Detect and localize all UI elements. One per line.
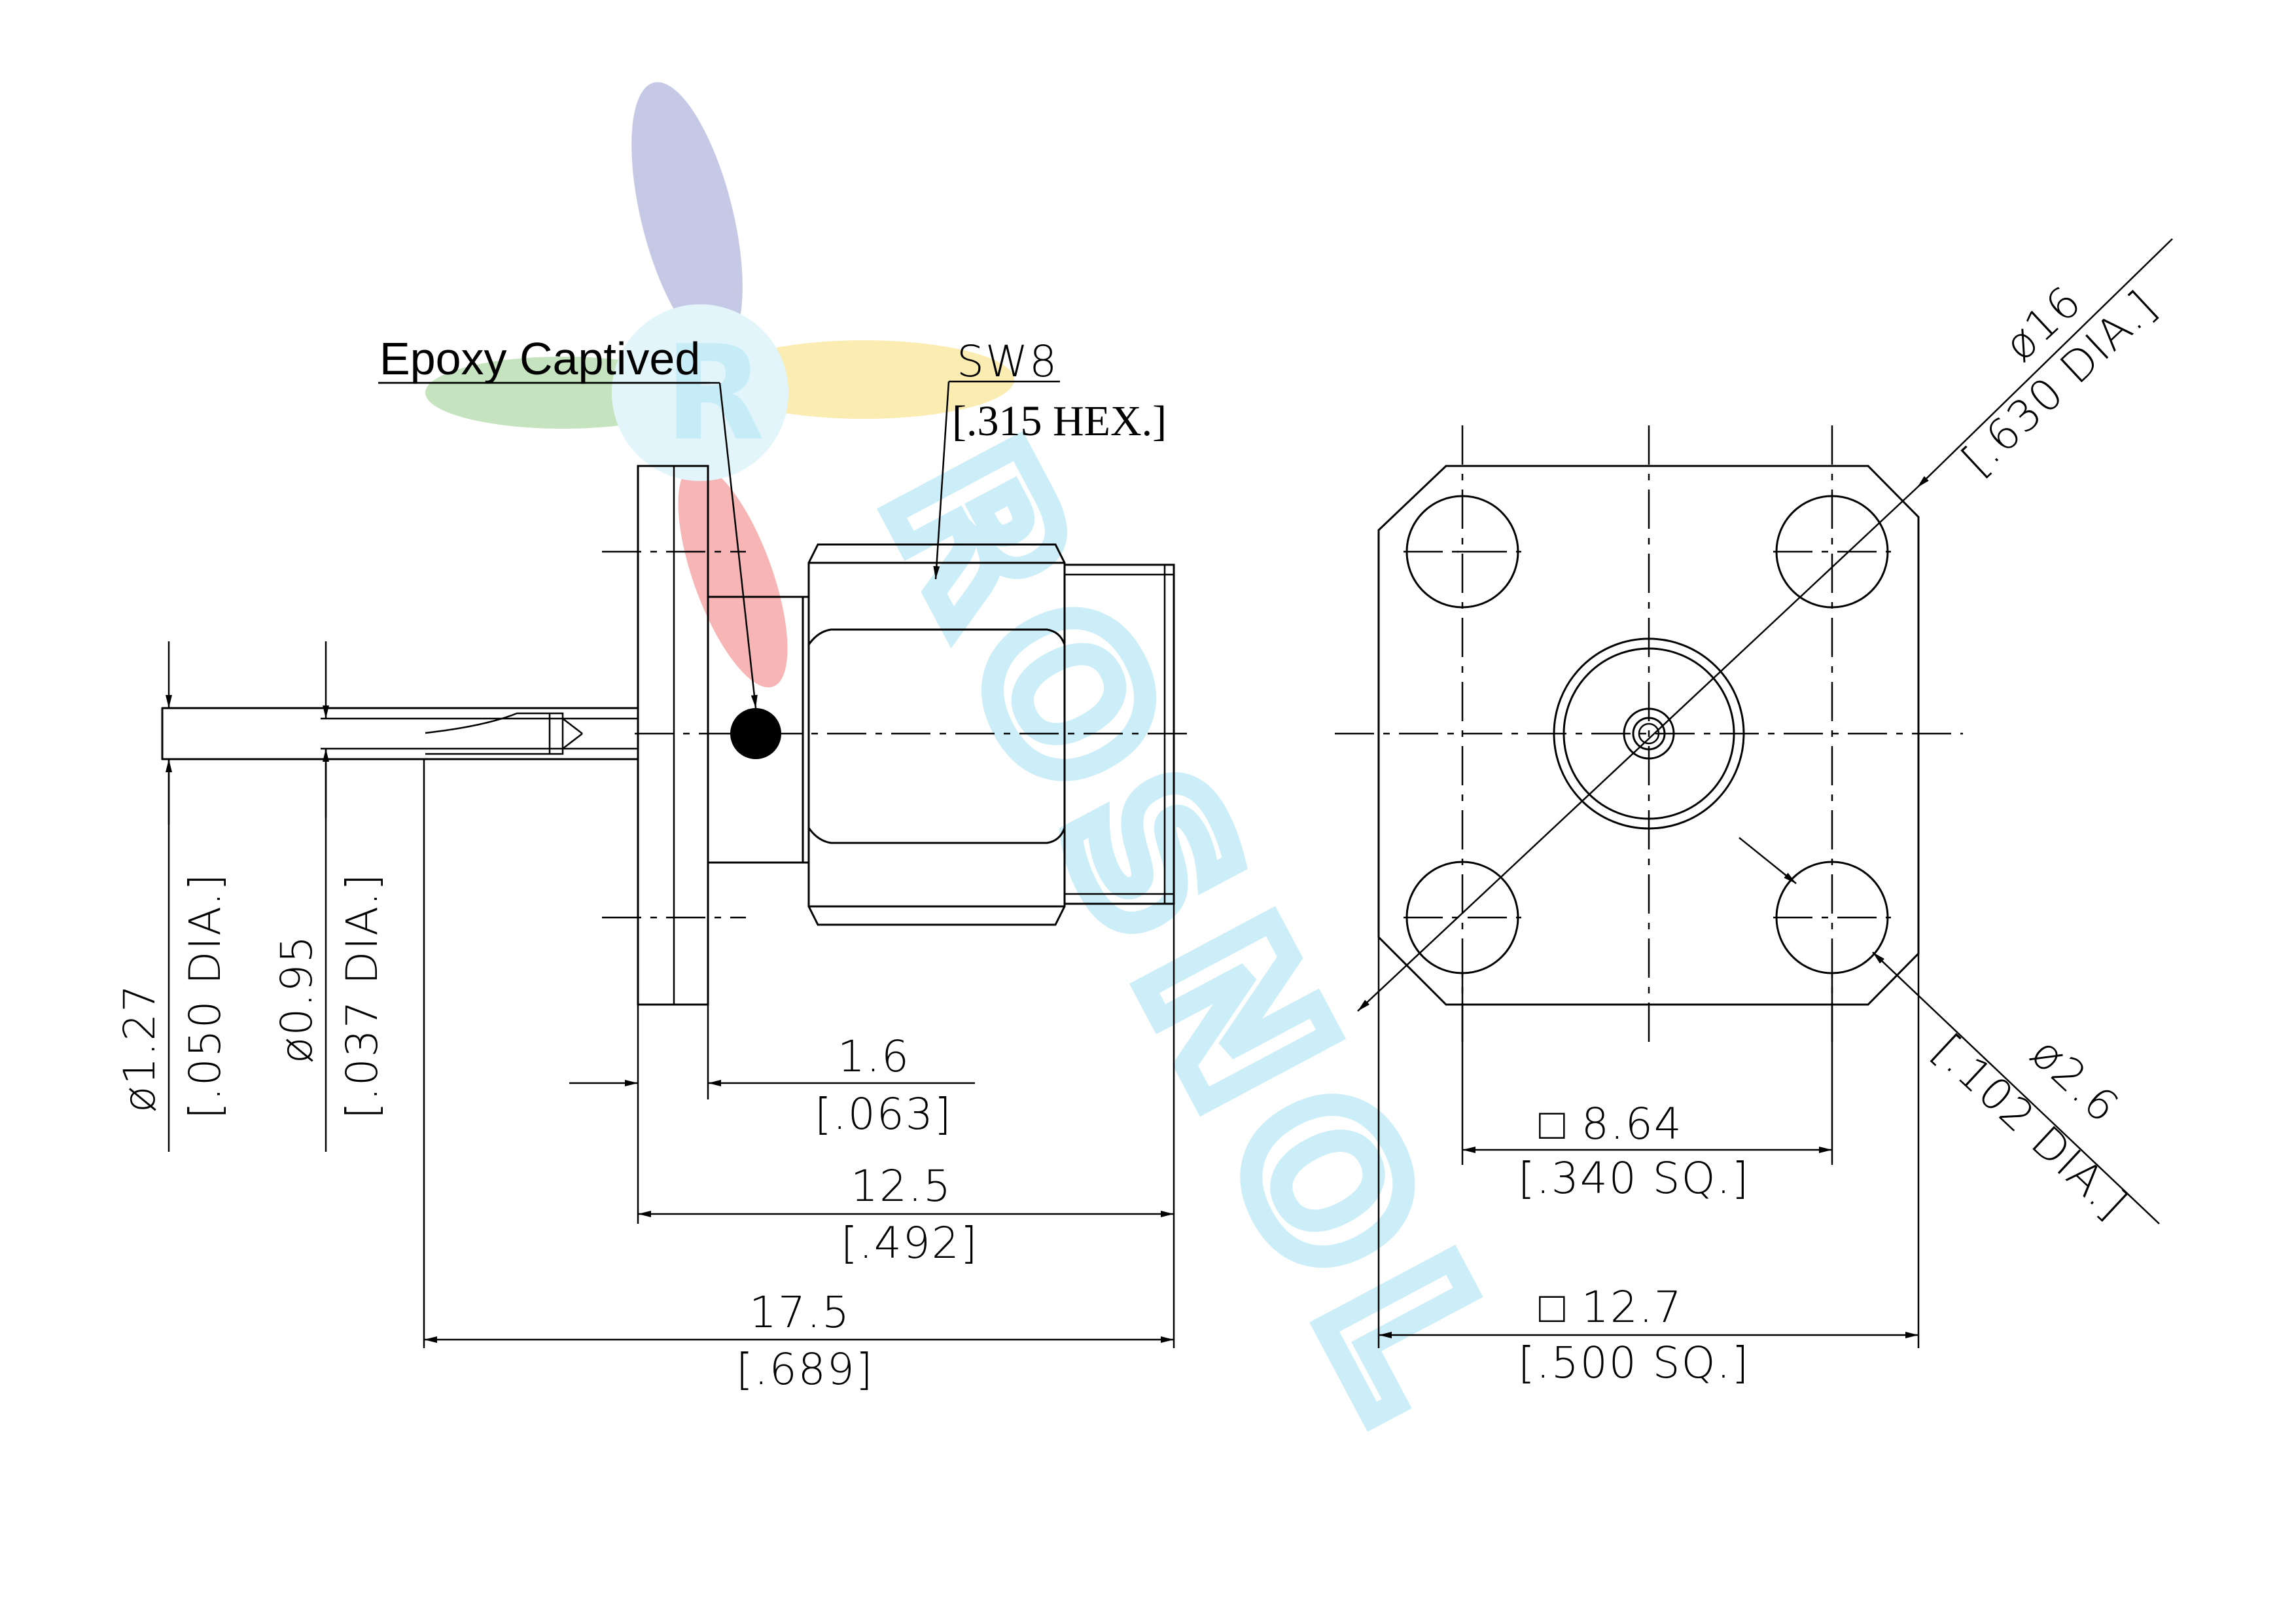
watermark-center [612,304,788,481]
svg-text:[.050 DIA.]: [.050 DIA.] [180,872,230,1119]
svg-text:ø0.95: ø0.95 [272,935,322,1063]
watermark-logo: R [425,82,1014,688]
watermark-red-petal [678,464,788,688]
dim-125-in-label: [.492] [841,1218,978,1268]
svg-text:ø1.27: ø1.27 [115,984,165,1113]
dim-175-label: 17.5 [749,1287,851,1338]
dim-175-in-label: [.689] [736,1344,874,1395]
sq-127-in-label: [.500 SQ.] [1518,1338,1750,1388]
flange-square [1377,465,1920,1006]
watermark-green-petal [425,357,700,429]
dim-dia095-in-label: [.037 DIA.] [337,872,387,1119]
epoxy-dot [730,708,781,759]
hex-label: [.315 HEX.] [952,397,1167,445]
svg-text:ROSNOL: ROSNOL [842,412,1547,1466]
dim-125-label: 12.5 [851,1161,952,1211]
dim-dia095-label: ø0.95 [272,935,322,1063]
front-view [1335,238,2173,1348]
watermark-yellow-petal [713,340,1014,419]
collar [707,596,804,864]
side-view [161,380,1191,1348]
svg-text:[.037 DIA.]: [.037 DIA.] [337,872,387,1119]
center-connector [1553,637,1745,830]
watermark-letter: R [664,317,765,470]
watermark-text: ROSNOL [831,401,1559,1477]
mount-hole-top-right [1773,495,1891,609]
sq-864-label: □ 8.64 [1539,1099,1683,1149]
dim-dia127-in-label: [.050 DIA.] [180,872,230,1119]
epoxy-label: Epoxy Captived [380,333,700,384]
dim-dia127-label: ø1.27 [115,984,165,1113]
mount-hole-top-left [1404,495,1521,609]
sw-label: SW8 [957,336,1058,387]
dim-16-in-label: [.063] [815,1089,952,1139]
watermark-blue-petal [631,82,743,350]
sq-127-label: □ 12.7 [1539,1282,1683,1332]
sq-864-in-label: [.340 SQ.] [1518,1153,1750,1204]
dim-16-label: 1.6 [838,1031,910,1082]
